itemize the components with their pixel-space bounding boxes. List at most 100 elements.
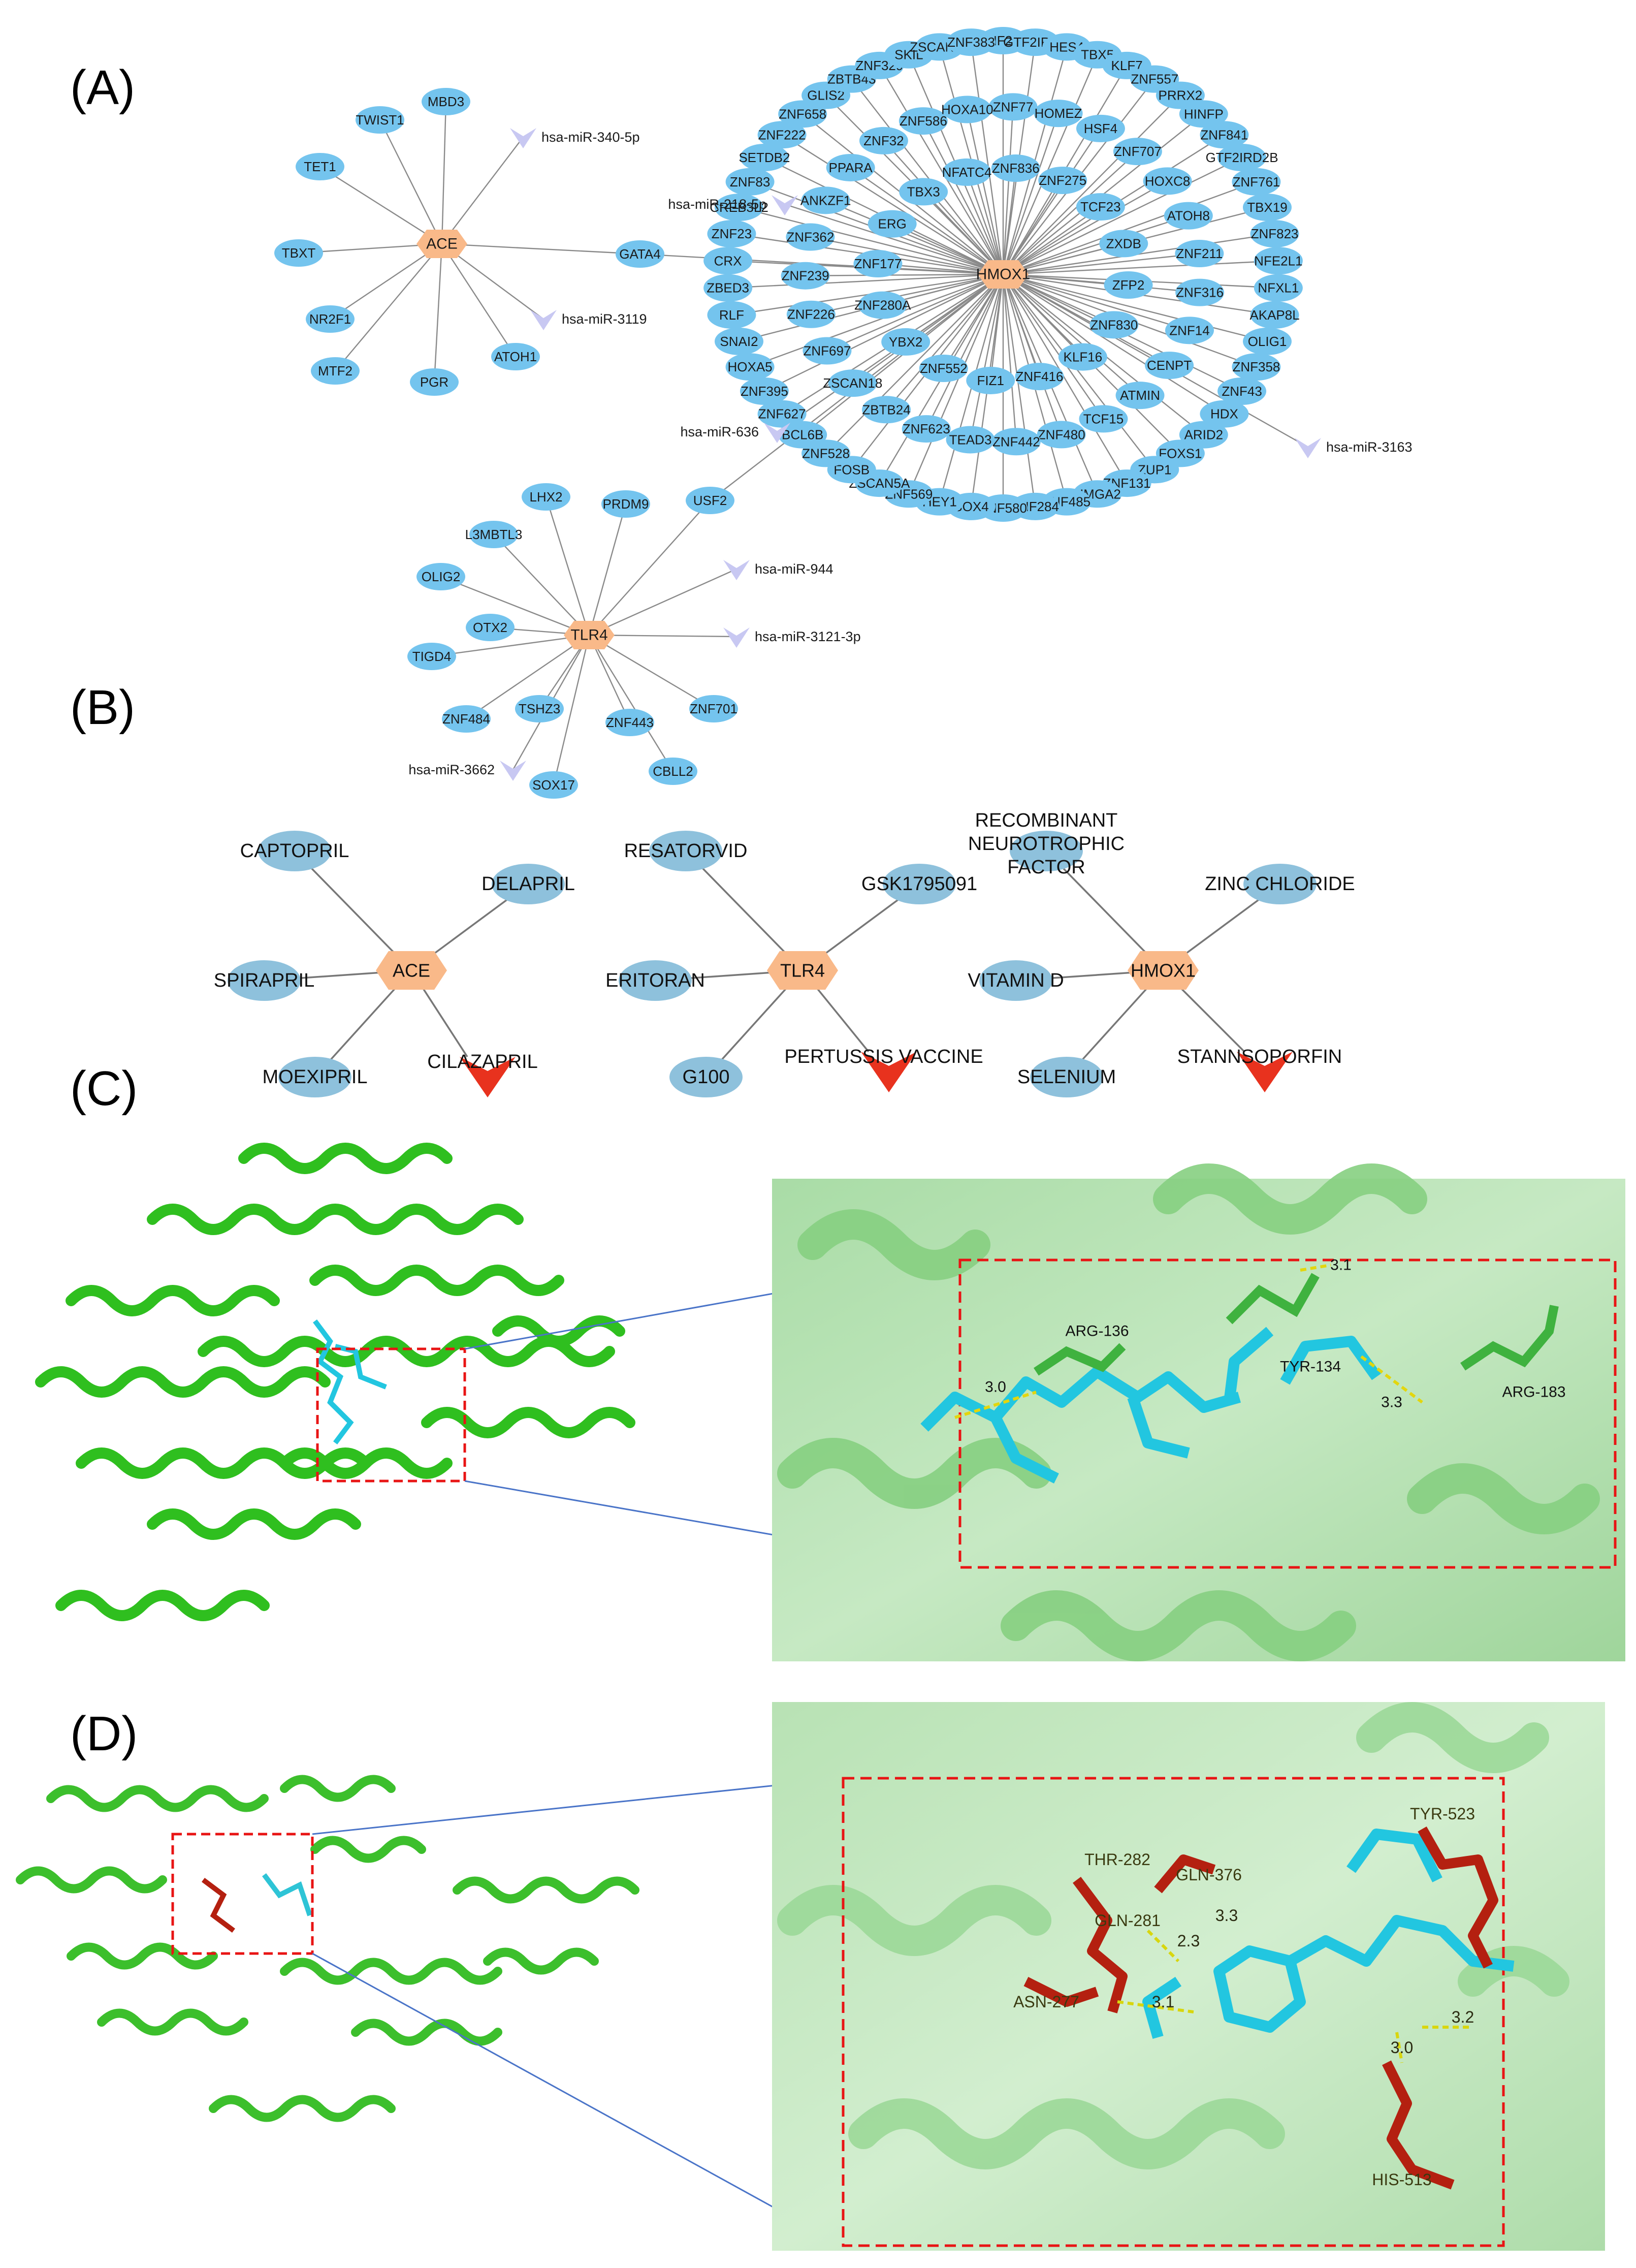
network-edge — [379, 119, 443, 244]
gene-node-znf23: ZNF23 — [707, 220, 756, 248]
gene-node-bcl6b: BCL6B — [778, 421, 827, 449]
gene-node-atoh8: ATOH8 — [1164, 202, 1213, 230]
gene-node-label: ATOH1 — [494, 349, 537, 364]
gene-node-label: TWIST1 — [356, 112, 404, 128]
residue-label-arg136: ARG-136 — [1065, 1323, 1129, 1340]
distance-label-d-2: 3.1 — [1152, 1993, 1174, 2011]
gene-node-znf707: ZNF707 — [1113, 138, 1162, 166]
residue-label-thr282: THR-282 — [1084, 1850, 1150, 1869]
gene-node-snai2: SNAI2 — [715, 327, 764, 355]
mirna-node-label: hsa-miR-3163 — [1326, 439, 1413, 455]
distance-label-c-1: 3.0 — [985, 1379, 1006, 1396]
mirna-node-label: hsa-miR-218-5p — [668, 197, 766, 212]
gene-node-tigd4: TIGD4 — [407, 643, 456, 670]
network-edge — [1002, 274, 1062, 435]
hub-node-hmox1: HMOX1 — [976, 260, 1030, 289]
network-edge — [545, 496, 590, 636]
hub-node-label: TLR4 — [570, 627, 607, 644]
panel-label-d: (D) — [70, 1707, 138, 1761]
mirna-node-hsa-mir-3119: hsa-miR-3119 — [530, 310, 647, 330]
network-edge — [1003, 151, 1138, 275]
mirna-node-hsa-mir-3662: hsa-miR-3662 — [408, 761, 526, 781]
gene-node-label: CENPT — [1147, 358, 1192, 373]
mirna-node-hsa-mir-3121-3p: hsa-miR-3121-3p — [723, 627, 861, 648]
gene-node-label: ZXDB — [1106, 236, 1141, 251]
drug-node-label: DELAPRIL — [482, 873, 575, 895]
gene-node-znf43: ZNF43 — [1217, 377, 1267, 405]
gene-node-znf841: ZNF841 — [1200, 121, 1249, 149]
network-edge — [810, 236, 1004, 275]
drug-node-highlight-cilazapril: CILAZAPRIL — [427, 1051, 538, 1097]
drug-node-zinc-chloride: ZINC CHLORIDE — [1205, 864, 1355, 904]
network-edge — [433, 243, 443, 383]
protein-overview-d — [16, 1775, 639, 2122]
zoom-ribbons-c — [777, 1163, 1600, 1661]
drug-node-label: ERITORAN — [605, 970, 705, 991]
gene-node-rlf: RLF — [707, 301, 756, 329]
gene-node-nfe2l1: NFE2L1 — [1254, 247, 1303, 275]
network-edge — [750, 273, 1004, 368]
network-edge — [970, 274, 1004, 440]
gene-node-cenpt: CENPT — [1145, 352, 1194, 380]
gene-node-tbx3: TBX3 — [899, 178, 948, 206]
gene-node-label: ZNF707 — [1114, 144, 1162, 159]
mirna-node-label: hsa-miR-3119 — [562, 311, 647, 327]
panel-label-a: (A) — [70, 60, 135, 115]
drug-node-resatorvid: RESATORVID — [624, 831, 747, 871]
network-edge — [781, 134, 1004, 275]
gene-node-znf701: ZNF701 — [689, 695, 738, 722]
protein-overview-c — [35, 1143, 635, 1621]
network-edge — [440, 576, 590, 636]
network-edge — [1003, 273, 1200, 293]
mirna-node-label: hsa-miR-3121-3p — [755, 629, 861, 644]
gene-node-nfatc4: NFATC4 — [942, 158, 991, 186]
drug-node-label: G100 — [683, 1066, 730, 1088]
network-edge — [851, 78, 1004, 275]
gene-node-label: MBD3 — [428, 94, 464, 109]
ligand-zoom-d — [1142, 1829, 1515, 2039]
gene-node-label: ZNF836 — [992, 161, 1040, 176]
gene-node-label: ZNF442 — [992, 434, 1040, 449]
drug-network-tlr4: RESATORVIDGSK1795091ERITORANG100PERTUSSI… — [605, 831, 983, 1097]
distance-label-d-5: 3.3 — [1215, 1906, 1238, 1925]
residue-label-tyr523: TYR-523 — [1410, 1805, 1475, 1823]
gene-node-label: ZFP2 — [1112, 277, 1145, 293]
gene-node-znf697: ZNF697 — [803, 337, 852, 365]
gene-node-label: GATA4 — [619, 246, 660, 262]
gene-node-twist1: TWIST1 — [356, 106, 404, 134]
residue-label-his513: HIS-513 — [1372, 2170, 1431, 2189]
drug-hub-label: HMOX1 — [1131, 960, 1196, 981]
zoom-box-d — [171, 1833, 314, 1955]
gene-node-label: ZNF841 — [1200, 127, 1248, 142]
residue-label-gln281: GLN-281 — [1095, 1911, 1161, 1930]
network-edge — [1045, 850, 1164, 971]
gene-node-label: AKAP8L — [1249, 307, 1299, 323]
drug-node-label: SELENIUM — [1017, 1066, 1116, 1088]
network-edge — [1003, 274, 1104, 420]
network-edge — [1003, 181, 1257, 275]
docking-panel-d: THR-282 GLN-376 GLN-281 ASN-277 TYR-523 … — [16, 1702, 1605, 2251]
distance-label-c-3: 3.3 — [1381, 1394, 1402, 1411]
drug-node-selenium: SELENIUM — [1017, 1057, 1116, 1097]
svg-text:FACTOR: FACTOR — [1007, 857, 1085, 878]
gene-node-label: RLF — [719, 307, 744, 323]
network-edge — [589, 634, 714, 710]
network-edge — [784, 203, 1004, 275]
network-edge — [466, 635, 590, 719]
gene-node-znf484: ZNF484 — [442, 705, 491, 733]
gene-node-tcf15: TCF15 — [1079, 405, 1128, 433]
network-edge — [739, 206, 1004, 275]
drug-node-captopril: CAPTOPRIL — [240, 831, 349, 871]
network-edge — [1003, 253, 1200, 275]
gene-node-label: L3MBTL3 — [465, 527, 523, 542]
drug-node-moexipril: MOEXIPRIL — [263, 1057, 367, 1097]
gene-node-label: ZNF830 — [1090, 317, 1138, 332]
gene-node-label: TBX19 — [1247, 200, 1288, 215]
gene-node-znf280a: ZNF280A — [854, 291, 911, 319]
gene-node-label: TCF15 — [1083, 411, 1124, 426]
network-edge — [553, 635, 590, 785]
gene-node-akap8l: AKAP8L — [1249, 301, 1300, 329]
gene-node-label: ZNF316 — [1176, 285, 1224, 300]
network-edge — [1003, 215, 1189, 275]
gene-node-znf761: ZNF761 — [1232, 168, 1281, 196]
